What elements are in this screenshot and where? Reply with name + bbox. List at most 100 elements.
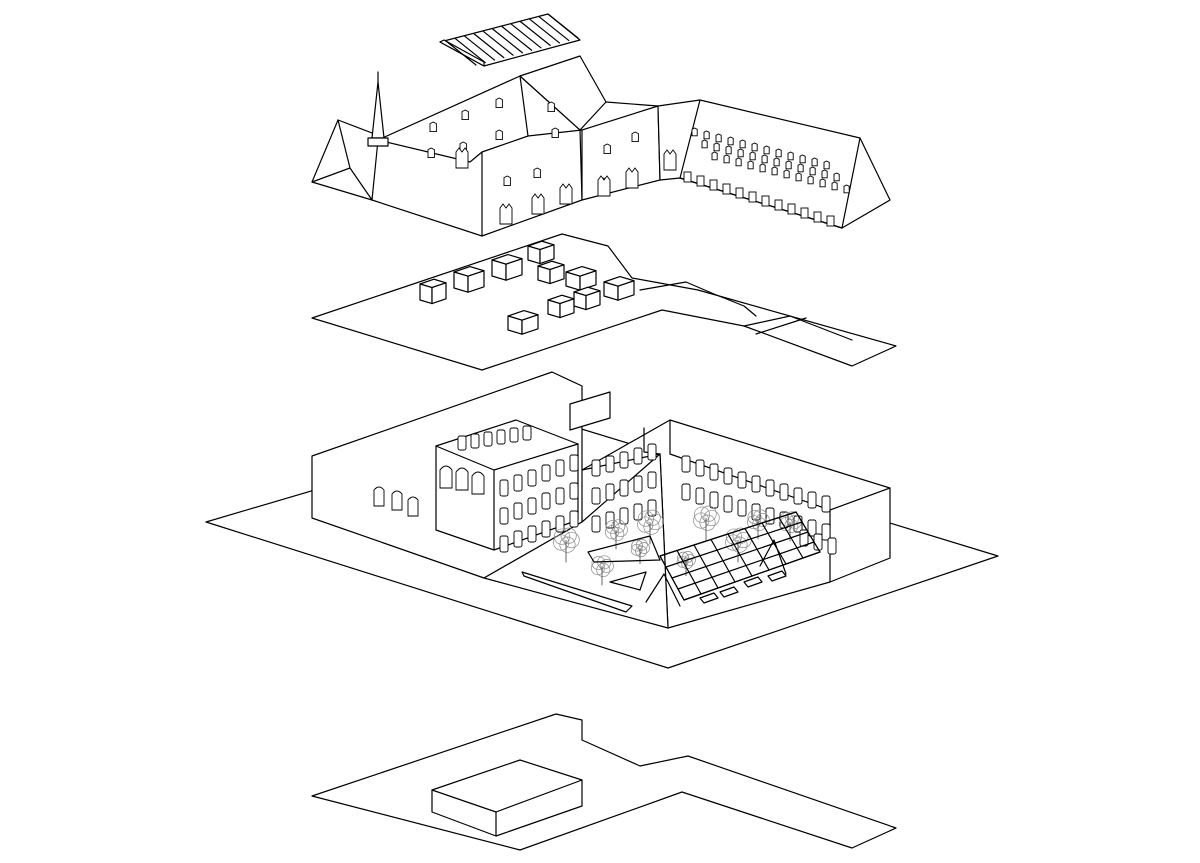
dormer-window: [843, 184, 850, 194]
interior-volume: [573, 286, 601, 311]
facade-window: [483, 431, 493, 447]
arched-opening: [696, 175, 705, 187]
facade-window: [605, 483, 615, 501]
facade-window: [527, 469, 537, 487]
arched-window: [391, 490, 403, 511]
tree: [693, 505, 720, 541]
facade-window: [709, 491, 719, 509]
dormer-window: [715, 133, 722, 143]
interior-volume: [453, 265, 485, 293]
skylight-hatch-line: [538, 15, 570, 42]
arched-opening: [748, 191, 757, 203]
interior-volume: [419, 278, 447, 305]
facade-window: [681, 455, 691, 473]
dormer-window: [427, 147, 435, 159]
skylight-hatch-line: [519, 20, 551, 46]
arched-opening: [826, 215, 835, 227]
dormer-window: [751, 142, 758, 152]
dormer-window: [503, 175, 511, 187]
arched-opening: [709, 179, 718, 191]
dormer-window: [823, 160, 830, 170]
arched-window: [471, 471, 485, 495]
courtyard-platforms: [521, 535, 787, 613]
facade-window: [591, 459, 601, 477]
facade-window: [827, 537, 837, 555]
stepped-gable: [559, 183, 573, 205]
facade-window: [695, 459, 705, 477]
facade-window: [522, 425, 532, 441]
dormer-window: [821, 169, 828, 179]
dormer-window: [833, 172, 840, 182]
dormer-window: [763, 145, 770, 155]
dormer-window: [429, 121, 437, 133]
dormer-window: [775, 148, 782, 158]
facade-window: [457, 435, 467, 451]
stepped-gable: [663, 149, 677, 171]
dormer-window: [831, 181, 838, 191]
stepped-gable: [597, 175, 611, 197]
skylight-hatch-line: [482, 30, 514, 56]
dormer-window: [759, 163, 766, 173]
interior-volume: [547, 294, 575, 319]
facade-window: [619, 451, 629, 469]
stepped-gable: [531, 193, 545, 215]
facade-window: [647, 443, 657, 461]
stepped-gable: [625, 167, 639, 189]
skylight-hatch-line: [510, 23, 542, 49]
facade-window: [681, 483, 691, 501]
facade-window: [633, 475, 643, 493]
glass-pavilion-frame: [645, 511, 821, 607]
dormer-window: [819, 178, 826, 188]
facade-window: [737, 471, 747, 489]
facade-window: [541, 520, 551, 538]
dormer-window: [703, 130, 710, 140]
facade-window: [569, 482, 579, 500]
ground-floor: [311, 713, 897, 851]
facade-window: [793, 487, 803, 505]
arched-opening: [683, 171, 692, 183]
skylight-hatch-line: [528, 18, 561, 44]
facade-window: [709, 463, 719, 481]
dormer-window: [495, 97, 503, 109]
dormer-window: [795, 172, 802, 182]
facade-window: [591, 515, 601, 533]
facade-window: [470, 433, 480, 449]
facade-window: [555, 515, 565, 533]
skylight-hatch-line: [547, 13, 579, 39]
facade-window: [619, 479, 629, 497]
dormer-window: [723, 154, 730, 164]
dormer-window: [797, 163, 804, 173]
facade-window: [807, 519, 817, 537]
dormer-window: [807, 175, 814, 185]
dormer-window: [761, 154, 768, 164]
tree: [630, 539, 650, 564]
facade-window: [509, 427, 519, 443]
facade-window: [555, 487, 565, 505]
facade-window: [541, 492, 551, 510]
dormer-window: [461, 109, 469, 121]
skylight-hatch-line: [473, 33, 505, 59]
arched-opening: [774, 199, 783, 211]
arched-opening: [787, 203, 796, 215]
facade-window: [695, 487, 705, 505]
arched-opening: [722, 183, 731, 195]
skylight-hatch-line: [491, 28, 523, 54]
facade-window: [765, 479, 775, 497]
facade-window: [737, 499, 747, 517]
bench: [719, 586, 739, 598]
arched-opening: [735, 187, 744, 199]
facade-window: [619, 507, 629, 525]
dormer-window: [785, 160, 792, 170]
facade-window: [807, 491, 817, 509]
facade-window: [569, 454, 579, 472]
interior-level: [311, 233, 897, 371]
facade-window: [647, 471, 657, 489]
interior-volume: [507, 309, 539, 335]
dormer-window: [603, 143, 611, 155]
arched-window: [373, 486, 385, 507]
dormer-window: [747, 160, 754, 170]
tree: [604, 519, 628, 550]
dormer-window: [771, 166, 778, 176]
dormer-window: [711, 151, 718, 161]
dormer-window: [631, 131, 639, 143]
